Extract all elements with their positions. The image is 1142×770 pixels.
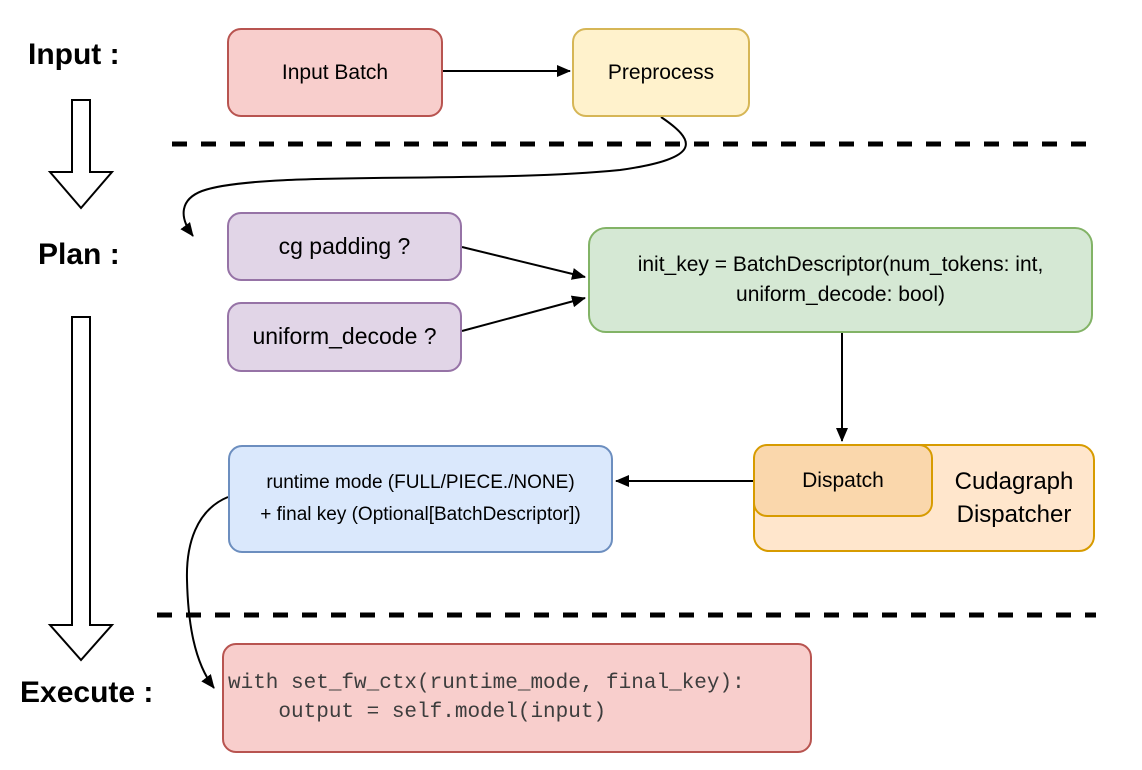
node-uniform-decode: uniform_decode ? <box>227 302 462 372</box>
execute-code-line1: with set_fw_ctx(runtime_mode, final_key)… <box>228 672 745 695</box>
execute-code-line2: output = self.model(input) <box>228 701 607 724</box>
node-runtime-mode-line1: runtime mode (FULL/PIECE./NONE) <box>266 472 575 493</box>
node-init-key-line2: uniform_decode: bool) <box>736 283 945 306</box>
node-runtime-mode-line2: + final key (Optional[BatchDescriptor]) <box>260 504 581 525</box>
node-dispatch-label: Dispatch <box>802 468 884 492</box>
stage-label-plan: Plan : <box>38 238 120 271</box>
stage-label-input: Input : <box>28 38 120 71</box>
node-init-key-line1: init_key = BatchDescriptor(num_tokens: i… <box>637 253 1044 276</box>
node-uniform-decode-label: uniform_decode ? <box>252 323 437 350</box>
plan-to-execute-hollow-arrow-icon <box>47 316 115 662</box>
node-preprocess-label: Preprocess <box>607 60 715 84</box>
node-init-key: init_key = BatchDescriptor(num_tokens: i… <box>588 227 1093 333</box>
node-input-batch-label: Input Batch <box>281 60 389 84</box>
node-preprocess: Preprocess <box>572 28 750 117</box>
arrow-cg-padding-to-init-key <box>461 246 586 280</box>
node-cudagraph-dispatcher-label: Cudagraph Dispatcher <box>954 468 1074 528</box>
arrow-preprocess-to-cg-padding <box>180 116 687 237</box>
arrow-uniform-decode-to-init-key <box>461 295 586 332</box>
input-to-plan-hollow-arrow-icon <box>47 99 115 210</box>
node-cg-padding-label: cg padding ? <box>278 232 411 259</box>
node-input-batch: Input Batch <box>227 28 443 117</box>
stage-label-execute: Execute : <box>20 676 154 709</box>
node-runtime-mode: runtime mode (FULL/PIECE./NONE) + final … <box>228 445 613 553</box>
node-cg-padding: cg padding ? <box>227 212 462 281</box>
node-dispatch: Dispatch <box>753 444 933 517</box>
arrow-runtime-mode-to-execute-code <box>185 496 229 689</box>
node-execute-code: with set_fw_ctx(runtime_mode, final_key)… <box>222 643 812 753</box>
